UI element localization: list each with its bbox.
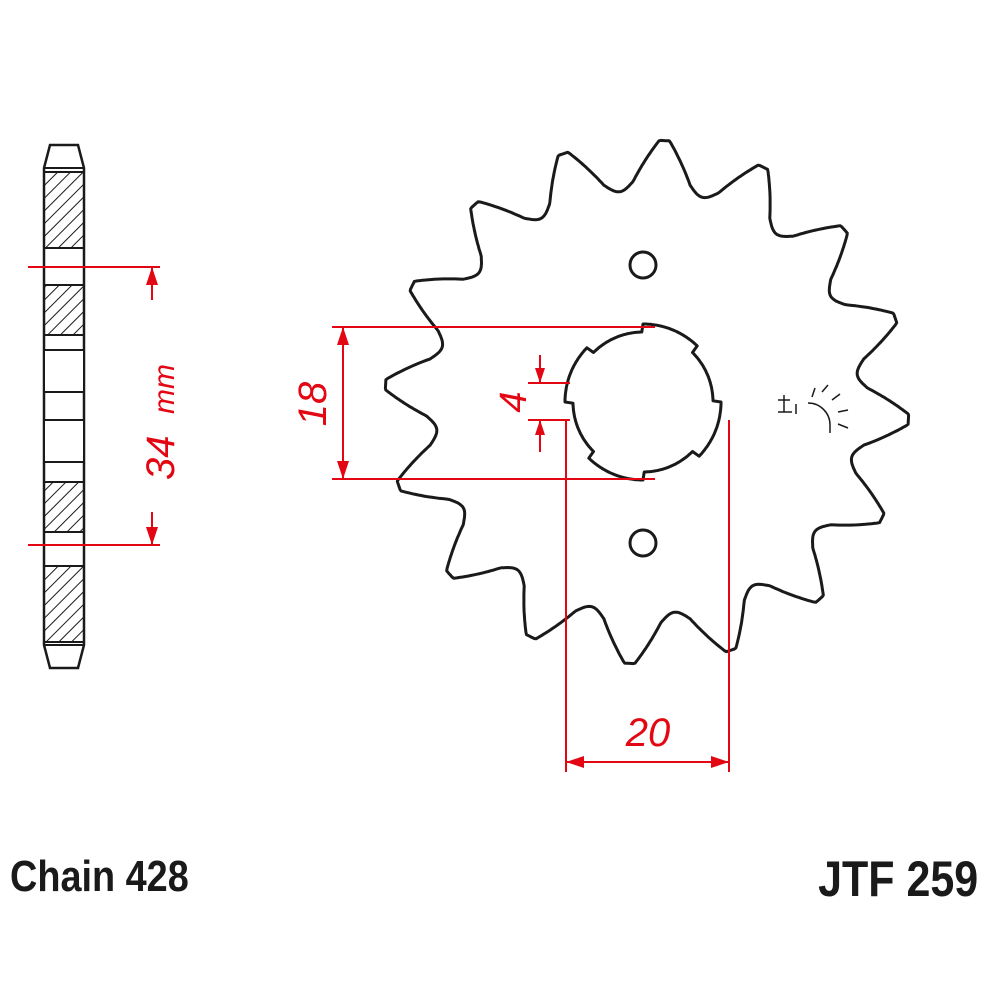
hatch-section-upper: [43, 284, 85, 336]
chain-size-label: Chain 428: [10, 852, 189, 901]
mounting-hole-bottom: [628, 528, 658, 558]
hatch-section-bottom: [43, 565, 85, 643]
side-width-value: 34: [139, 436, 183, 481]
key-width-value: 4: [493, 391, 535, 412]
logo-mark: [778, 384, 849, 433]
side-profile-view: [42, 143, 86, 670]
hatch-section-lower: [43, 481, 85, 533]
bore-offset-value: 20: [625, 711, 671, 755]
spline-diameter-dimension: [332, 326, 655, 480]
mounting-hole-top: [628, 250, 658, 280]
spline-bore: [563, 322, 723, 482]
spline-diameter-value: 18: [291, 381, 335, 426]
part-number-label: JTF 259: [817, 851, 978, 907]
side-width-unit: mm: [148, 364, 181, 414]
sprocket-front-view: [383, 138, 911, 666]
hub-section-1: [43, 349, 85, 393]
hatch-section-top: [43, 171, 85, 249]
hub-section-2: [43, 419, 85, 463]
side-width-dimension: [28, 266, 160, 546]
bore-offset-dimension: [565, 420, 730, 772]
key-width-dimension: [528, 355, 570, 452]
